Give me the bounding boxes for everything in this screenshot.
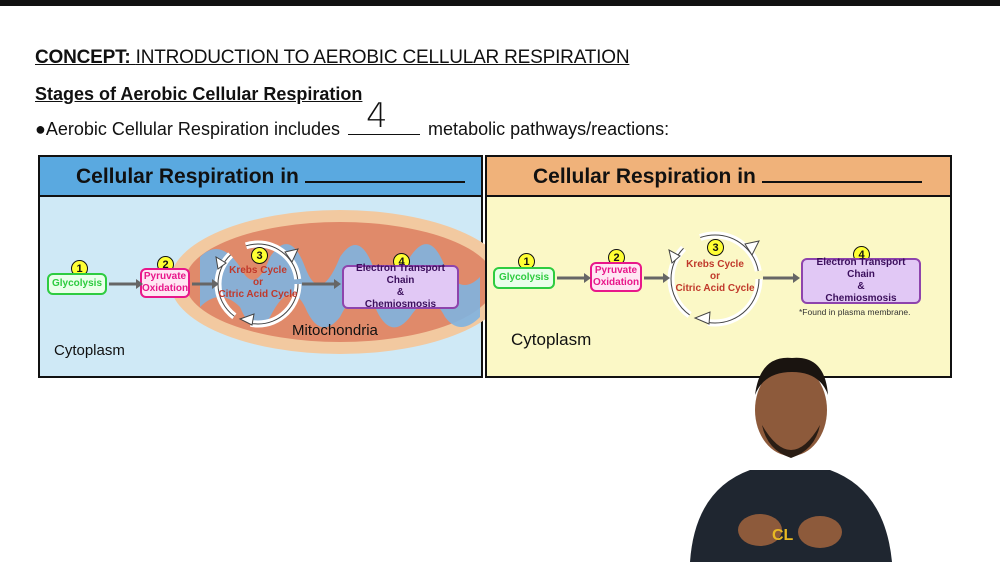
top-bar [0,0,1000,6]
left-panel: Cellular Respiration in 1 Glycolysis 2 P… [38,155,510,378]
presenter-video: CL [690,357,892,562]
bullet-suffix: metabolic pathways/reactions: [428,119,670,139]
presenter-beard [762,425,820,458]
left-krebs-cycle-arrows [109,240,341,328]
answer-blank: 4 [348,96,421,136]
left-step-3-badge: 3 [251,247,268,264]
presenter-shirt [690,470,892,562]
left-title-blank [304,165,465,183]
left-glycolysis-label: Glycolysis [51,278,103,289]
left-pyruvate-box: Pyruvate Oxidation [140,268,190,298]
bullet-prefix: ●Aerobic Cellular Respiration includes [35,119,341,139]
right-krebs-line2: or [710,271,720,282]
right-glycolysis-box: Glycolysis [493,267,555,289]
presenter-left-hand [738,514,782,546]
concept-label: CONCEPT: [35,47,131,68]
right-panel-title-text: Cellular Respiration in [533,165,756,188]
left-etc-box: Electron Transport Chain & Chemiosmosis [342,263,459,310]
right-etc-line1: Electron Transport Chain [816,257,906,280]
right-pyruvate-label: Pyruvate Oxidation [592,265,640,288]
right-etc-box: Electron Transport Chain & Chemiosmosis [801,257,921,304]
concept-heading: CONCEPT: INTRODUCTION TO AEROBIC CELLULA… [35,47,630,69]
concept-title: INTRODUCTION TO AEROBIC CELLULAR RESPIRA… [135,47,630,68]
right-title-blank [761,165,922,183]
right-krebs-line3: Citric Acid Cycle [675,283,755,294]
left-panel-body: 1 Glycolysis 2 Pyruvate Oxidation 3 Kreb… [40,197,510,376]
right-footnote: *Found in plasma membrane. [799,307,911,317]
left-step-1-badge: 1 [71,260,88,277]
presenter-face [755,364,827,456]
shirt-logo-text: CL [772,527,794,544]
right-step-2-badge: 2 [608,249,625,266]
left-krebs-line1: Krebs Cycle [229,265,287,276]
right-step-3-badge: 3 [707,239,724,256]
right-glycolysis-label: Glycolysis [498,272,550,283]
right-cytoplasm-label: Cytoplasm [511,330,592,349]
left-panel-header: Cellular Respiration in [40,157,481,197]
presenter-right-hand [798,516,842,548]
right-panel-header: Cellular Respiration in [487,157,950,197]
right-panel: Cellular Respiration in 1 Glycolysis 2 P… [485,155,952,378]
right-panel-body: 1 Glycolysis 2 Pyruvate Oxidation 3 Kreb… [487,197,950,376]
left-etc-line2: & [396,287,405,298]
subheading: Stages of Aerobic Cellular Respiration [35,84,363,104]
handwritten-answer: 4 [366,96,388,136]
left-cytoplasm-label: Cytoplasm [54,342,125,359]
left-etc-line1: Electron Transport Chain [356,263,445,286]
left-krebs-line3: Citric Acid Cycle [218,289,298,300]
right-pyruvate-box: Pyruvate Oxidation [590,262,642,292]
left-mitochondria-label: Mitochondria [292,322,378,339]
left-krebs-line2: or [253,277,263,288]
left-panel-title: Cellular Respiration in [76,165,465,189]
right-panel-title: Cellular Respiration in [533,165,922,189]
right-etc-line2: & [857,281,865,292]
left-etc-line3: Chemiosmosis [364,299,437,310]
bullet-line: ●Aerobic Cellular Respiration includes 4… [35,96,670,140]
left-krebs-label: Krebs Cycle or Citric Acid Cycle [218,265,298,301]
left-pyruvate-label: Pyruvate Oxidation [141,271,189,294]
right-krebs-cycle-arrows [557,231,800,327]
presenter-hair [755,357,828,395]
right-krebs-label: Krebs Cycle or Citric Acid Cycle [675,259,755,295]
left-glycolysis-box: Glycolysis [47,273,107,295]
right-krebs-line1: Krebs Cycle [686,259,744,270]
right-etc-line3: Chemiosmosis [825,293,897,304]
left-panel-title-text: Cellular Respiration in [76,165,299,188]
